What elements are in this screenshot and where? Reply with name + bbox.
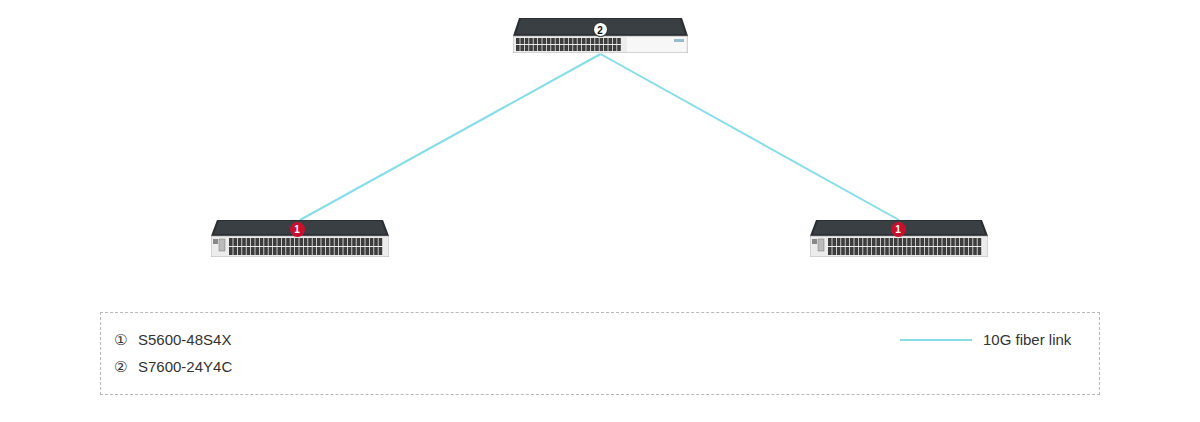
callout-number: 1: [891, 222, 906, 237]
callout-number: 1: [290, 222, 305, 237]
callout-symbol: ②: [114, 358, 127, 376]
legend-line-sample: [900, 337, 972, 343]
network-switch: 1: [211, 220, 389, 257]
legend-text: S5600-48S4X: [138, 331, 231, 349]
callout-symbol: ①: [114, 331, 127, 349]
network-switch: 1: [810, 220, 988, 257]
fiber-link: [601, 54, 900, 220]
legend-text: S7600-24Y4C: [138, 358, 232, 376]
network-switch: 2: [513, 18, 688, 53]
legend-frame: [100, 312, 1100, 395]
legend-text: 10G fiber link: [983, 331, 1071, 349]
callout-number: 2: [593, 22, 608, 37]
fiber-link: [300, 54, 601, 220]
